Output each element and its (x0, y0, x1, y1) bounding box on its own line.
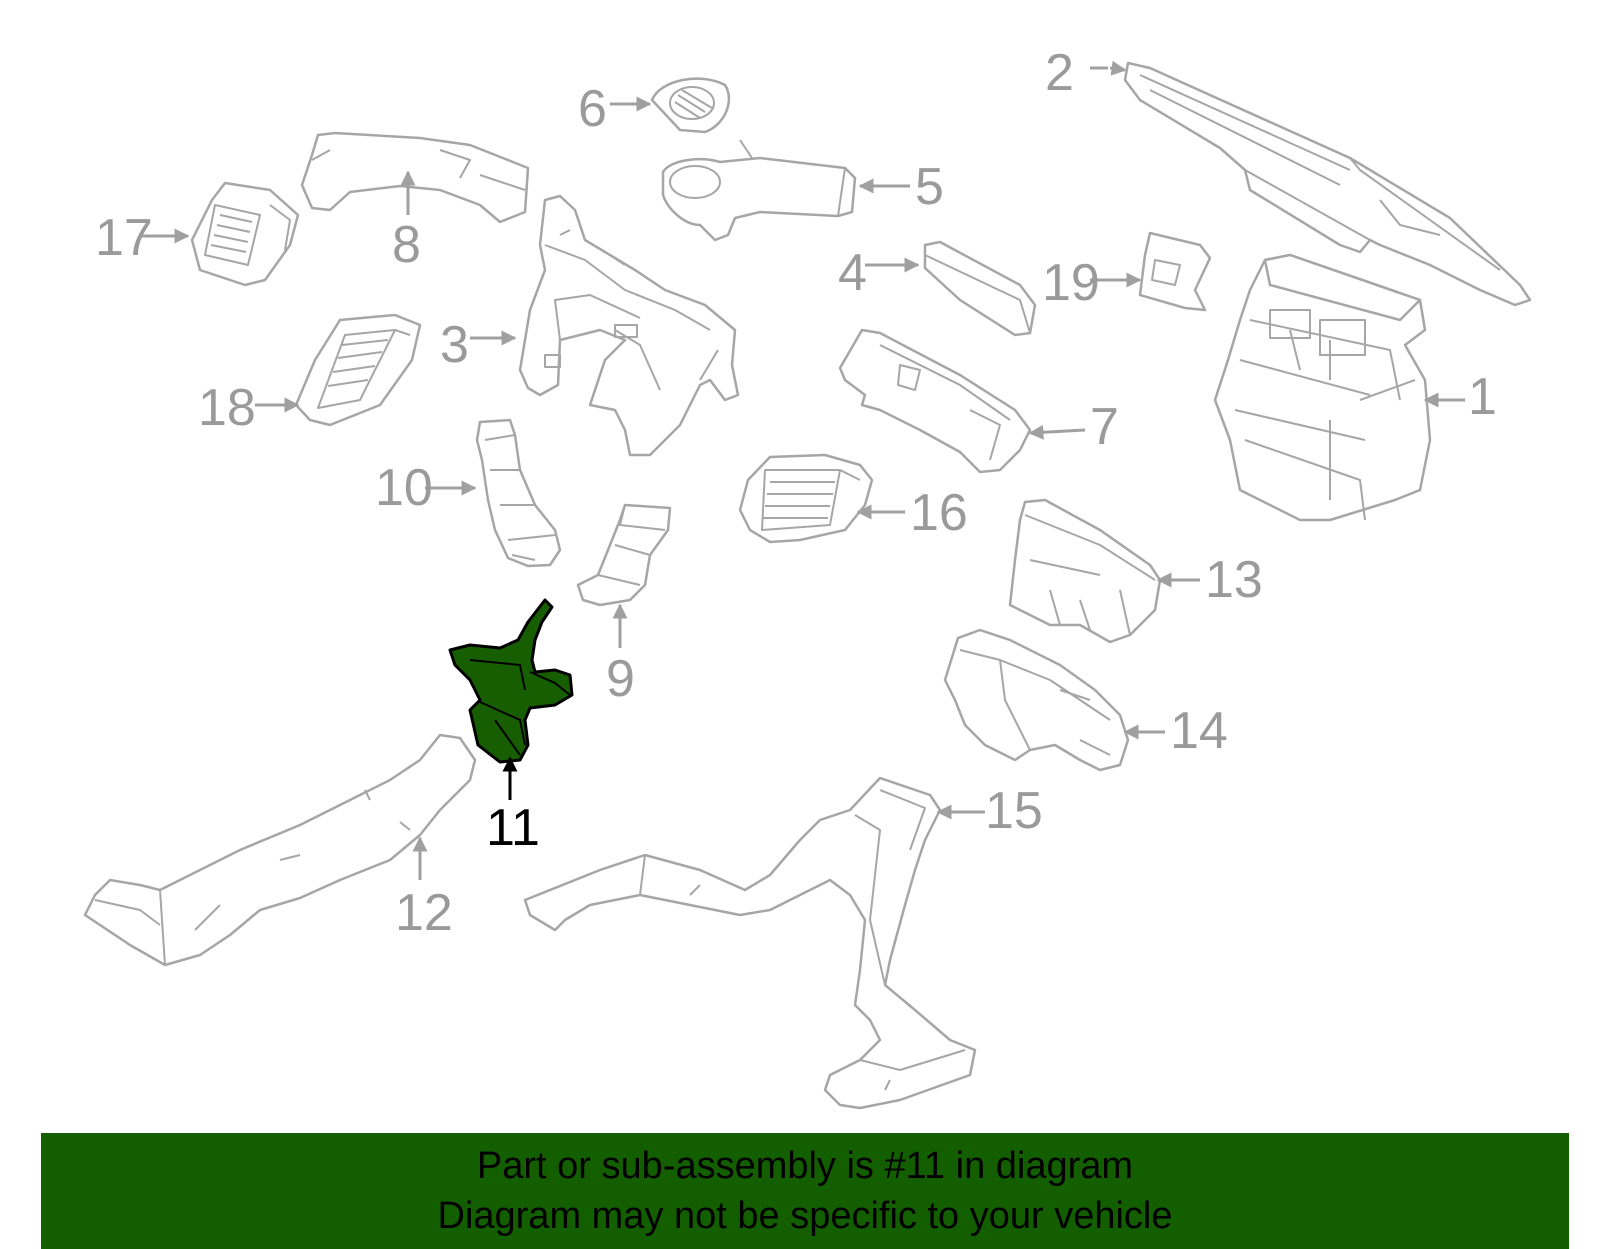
callout-2: 2 (1045, 44, 1074, 102)
callout-17: 17 (95, 209, 153, 267)
callout-labels: 1 2 3 4 5 6 7 8 9 10 11 12 13 14 15 16 1… (95, 44, 1497, 942)
part-16-shape (738, 453, 874, 544)
banner-line-1: Part or sub-assembly is #11 in diagram (476, 1145, 1134, 1187)
callout-7: 7 (1090, 398, 1119, 456)
callout-12: 12 (395, 884, 453, 942)
callout-11: 11 (486, 799, 540, 857)
callout-16: 16 (910, 484, 968, 542)
part-18-shape (294, 313, 422, 427)
callout-15: 15 (985, 782, 1043, 840)
part-10-shape (475, 418, 562, 568)
info-banner: Part or sub-assembly is #11 in diagram D… (41, 1133, 1569, 1249)
part-17-shape (190, 181, 300, 287)
part-15-shape (523, 776, 977, 1110)
part-3-shape (518, 194, 740, 457)
part-6-shape (650, 77, 731, 134)
part-12-shape (83, 733, 477, 967)
callout-18: 18 (198, 379, 256, 437)
callout-9: 9 (606, 650, 635, 708)
part-13-shape (1008, 498, 1162, 644)
callout-10: 10 (375, 459, 433, 517)
callout-4: 4 (838, 244, 867, 302)
callout-3: 3 (440, 316, 469, 374)
leader-lines (140, 60, 1465, 880)
callout-6: 6 (578, 80, 607, 138)
callout-13: 13 (1205, 551, 1263, 609)
part-8-shape (300, 131, 530, 224)
part-4-shape (923, 240, 1037, 337)
part-7-shape (838, 328, 1032, 474)
callout-19: 19 (1042, 254, 1100, 312)
callout-14: 14 (1170, 702, 1228, 760)
part-9-shape (576, 503, 672, 607)
part-11-shape (448, 598, 574, 764)
callout-5: 5 (915, 158, 944, 216)
part-2-shape (1123, 61, 1532, 307)
part-1-shape (1213, 253, 1432, 522)
callout-8: 8 (392, 216, 421, 274)
part-5-shape (661, 139, 857, 242)
banner-line-2: Diagram may not be specific to your vehi… (437, 1195, 1173, 1237)
part-19-shape (1138, 231, 1212, 312)
part-14-shape (943, 628, 1130, 772)
callout-1: 1 (1468, 368, 1497, 426)
